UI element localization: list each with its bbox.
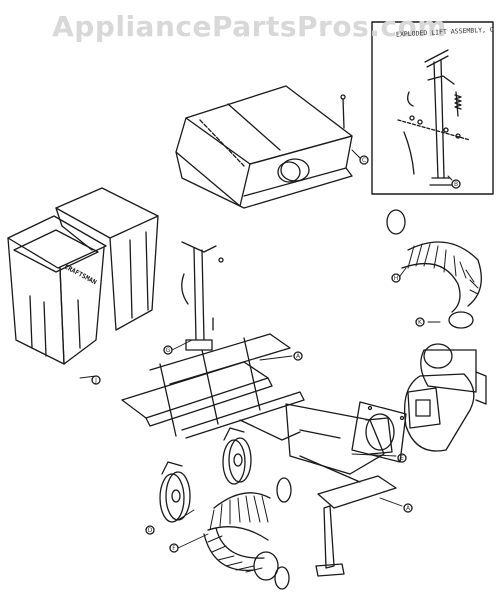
callout-g: G (164, 346, 172, 354)
svg-text:B: B (454, 181, 458, 188)
upper-hose (387, 210, 481, 328)
svg-text:H: H (394, 275, 399, 282)
site-watermark: AppliancePartsPros.com (52, 10, 447, 43)
trash-can-front (8, 216, 106, 364)
callout-a-upper: A (294, 352, 302, 360)
callout-b: B (452, 180, 460, 188)
callout-c: C (360, 156, 368, 164)
svg-text:E: E (400, 455, 404, 462)
svg-text:C: C (362, 157, 366, 164)
lower-hose (204, 478, 291, 589)
mounting-plate (352, 402, 406, 462)
callout-e: E (398, 454, 406, 462)
svg-text:J: J (94, 377, 97, 384)
svg-text:K: K (418, 319, 423, 326)
lift-support-post (182, 242, 223, 350)
hopper-lid (176, 86, 352, 208)
trash-can-rear (56, 188, 158, 330)
callout-j: J (92, 376, 100, 384)
support-leg (316, 476, 396, 576)
svg-text:F: F (172, 545, 176, 552)
callout-h: H (392, 274, 400, 282)
callout-k: K (416, 318, 424, 326)
blower-housing (405, 344, 486, 451)
caster-wheel-front (223, 428, 251, 484)
svg-text:D: D (148, 527, 153, 534)
svg-text:G: G (166, 347, 171, 354)
caster-wheel-rear (160, 462, 190, 522)
callout-d: D (146, 526, 154, 534)
callout-f: F (170, 544, 178, 552)
chassis-frame (122, 334, 384, 482)
inset-lift-assembly-panel (372, 22, 493, 194)
svg-text:A: A (296, 353, 301, 360)
callout-a-lower: A (404, 504, 412, 512)
inset-lift-arm (398, 50, 470, 185)
can-brand-label: CRAFTSMAN (63, 263, 98, 287)
leader-lines (80, 150, 452, 548)
svg-text:A: A (406, 505, 411, 512)
